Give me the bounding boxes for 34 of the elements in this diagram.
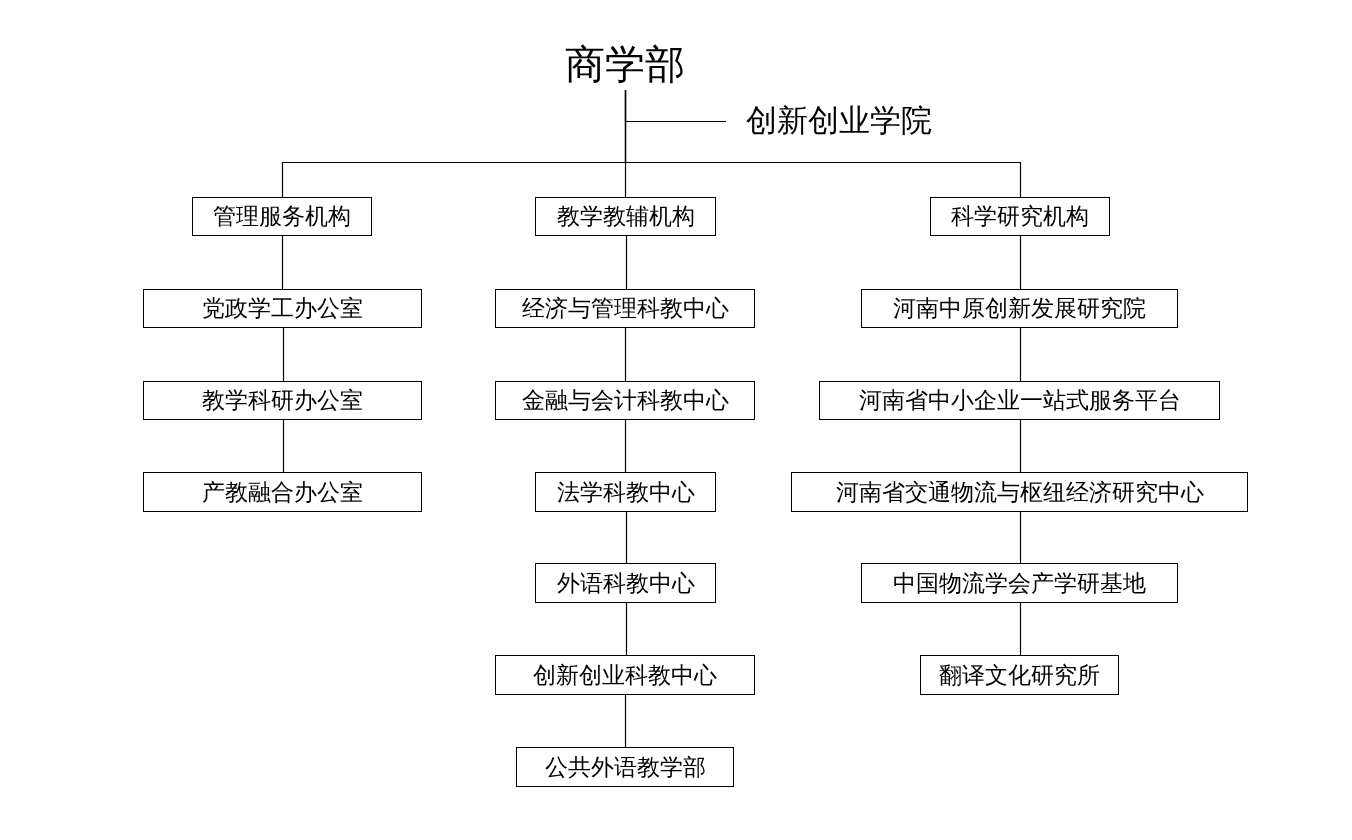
connector-line xyxy=(625,602,628,656)
org-box: 创新创业科教中心 xyxy=(495,655,755,695)
connector-line xyxy=(1019,511,1022,564)
org-box: 法学科教中心 xyxy=(535,472,716,512)
connector-line xyxy=(624,89,1022,198)
connector-line xyxy=(1019,419,1022,473)
org-box: 管理服务机构 xyxy=(192,197,372,236)
connector-line xyxy=(1019,235,1022,290)
title-text: 商学部 xyxy=(556,38,694,90)
org-box: 党政学工办公室 xyxy=(143,289,422,328)
connector-line xyxy=(624,694,627,748)
org-box: 金融与会计科教中心 xyxy=(495,381,755,420)
org-box: 公共外语教学部 xyxy=(516,747,734,787)
connector-line xyxy=(282,327,285,382)
connector-line xyxy=(624,419,627,473)
org-box: 经济与管理科教中心 xyxy=(495,289,755,328)
org-box: 外语科教中心 xyxy=(535,563,716,603)
connector-line xyxy=(625,235,628,290)
org-box: 产教融合办公室 xyxy=(143,472,422,512)
org-box: 翻译文化研究所 xyxy=(920,655,1119,695)
org-box: 教学教辅机构 xyxy=(535,197,716,236)
org-box: 科学研究机构 xyxy=(930,197,1110,236)
branch-label: 创新创业学院 xyxy=(726,100,952,142)
connector-line xyxy=(624,327,627,382)
org-box: 中国物流学会产学研基地 xyxy=(861,563,1178,603)
org-box: 河南中原创新发展研究院 xyxy=(861,289,1178,328)
connector-line xyxy=(1019,327,1022,382)
connector-line xyxy=(281,235,284,290)
connector-line xyxy=(1019,602,1022,656)
org-box: 教学科研办公室 xyxy=(143,381,422,420)
connector-line xyxy=(282,419,285,473)
org-box: 河南省交通物流与枢纽经济研究中心 xyxy=(791,472,1248,512)
org-box: 河南省中小企业一站式服务平台 xyxy=(819,381,1220,420)
connector-line xyxy=(625,511,628,564)
